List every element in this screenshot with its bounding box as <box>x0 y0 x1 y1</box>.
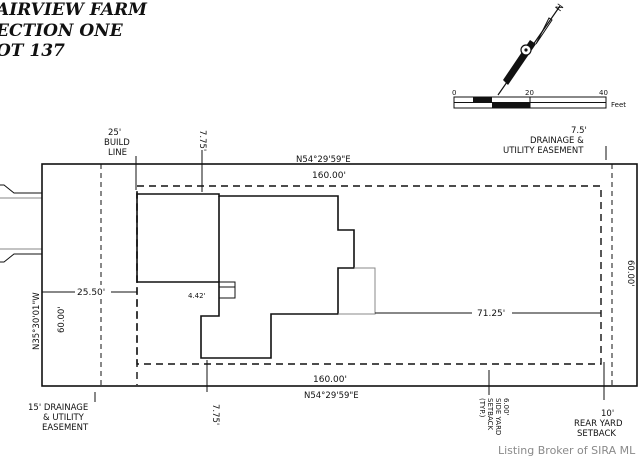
easement-top-label-1: DRAINAGE & <box>530 136 584 146</box>
easement-top-label-2: UTILITY EASEMENT <box>503 146 584 156</box>
top-side-dim: 7.75' <box>197 130 207 151</box>
scale-tick-40: 40 <box>599 89 608 97</box>
easement-top-distance: 7.5' <box>571 126 587 136</box>
small-dim: 4.42' <box>188 292 206 300</box>
driveway <box>0 184 42 263</box>
north-label: N <box>554 2 566 13</box>
rear-dim: 71.25' <box>477 309 505 319</box>
rear-yard-distance: 10' <box>601 409 614 419</box>
side-yard-label-1: 6.00' <box>502 398 510 416</box>
scale-tick-0: 0 <box>452 89 456 97</box>
side-yard-label-2: SIDE YARD <box>494 398 502 435</box>
scale-bar: 0 20 40 Feet <box>452 89 626 109</box>
listing-watermark: Listing Broker of SIRA ML <box>498 444 636 457</box>
house-bump <box>219 281 236 299</box>
top-bearing: N54°29'59"E <box>296 155 351 165</box>
north-arrow-icon: N <box>497 2 566 96</box>
easement-bottom-label-2: & UTILITY <box>43 413 85 423</box>
side-yard-label: 6.00' SIDE YARD SETBACK (TYP.) <box>478 398 510 435</box>
side-yard-label-4: (TYP.) <box>478 398 486 418</box>
lot-boundary <box>41 163 638 387</box>
rear-yard-label-1: REAR YARD <box>574 419 623 429</box>
porch <box>338 267 376 315</box>
easement-bottom-label-1: 15' DRAINAGE <box>28 403 88 413</box>
setback-envelope <box>136 185 602 365</box>
left-width: 60.00' <box>57 306 67 333</box>
scale-tick-20: 20 <box>525 89 534 97</box>
house-footprint <box>136 193 355 359</box>
bottom-bearing: N54°29'59"E <box>304 391 359 401</box>
title-line-2: ECTION ONE <box>0 21 124 41</box>
side-yard-label-3: SETBACK <box>486 398 494 430</box>
bottom-side-dim: 7.75' <box>210 404 220 425</box>
bottom-length: 160.00' <box>313 375 347 385</box>
build-line-label-1: BUILD <box>104 138 130 148</box>
left-bearing: N35°30'01"W <box>32 292 42 350</box>
build-line-distance: 25' <box>108 128 121 138</box>
right-width: 60.00' <box>625 260 635 287</box>
top-length: 160.00' <box>312 171 346 181</box>
build-line-label-2: LINE <box>108 148 127 158</box>
title-line-3: OT 137 <box>0 41 65 61</box>
title-line-1: AIRVIEW FARM <box>0 0 148 20</box>
front-setback-dim: 25.50' <box>77 288 105 298</box>
easement-bottom-label-3: EASEMENT <box>42 423 89 433</box>
scale-unit: Feet <box>611 101 626 109</box>
rear-yard-label-2: SETBACK <box>577 429 616 439</box>
